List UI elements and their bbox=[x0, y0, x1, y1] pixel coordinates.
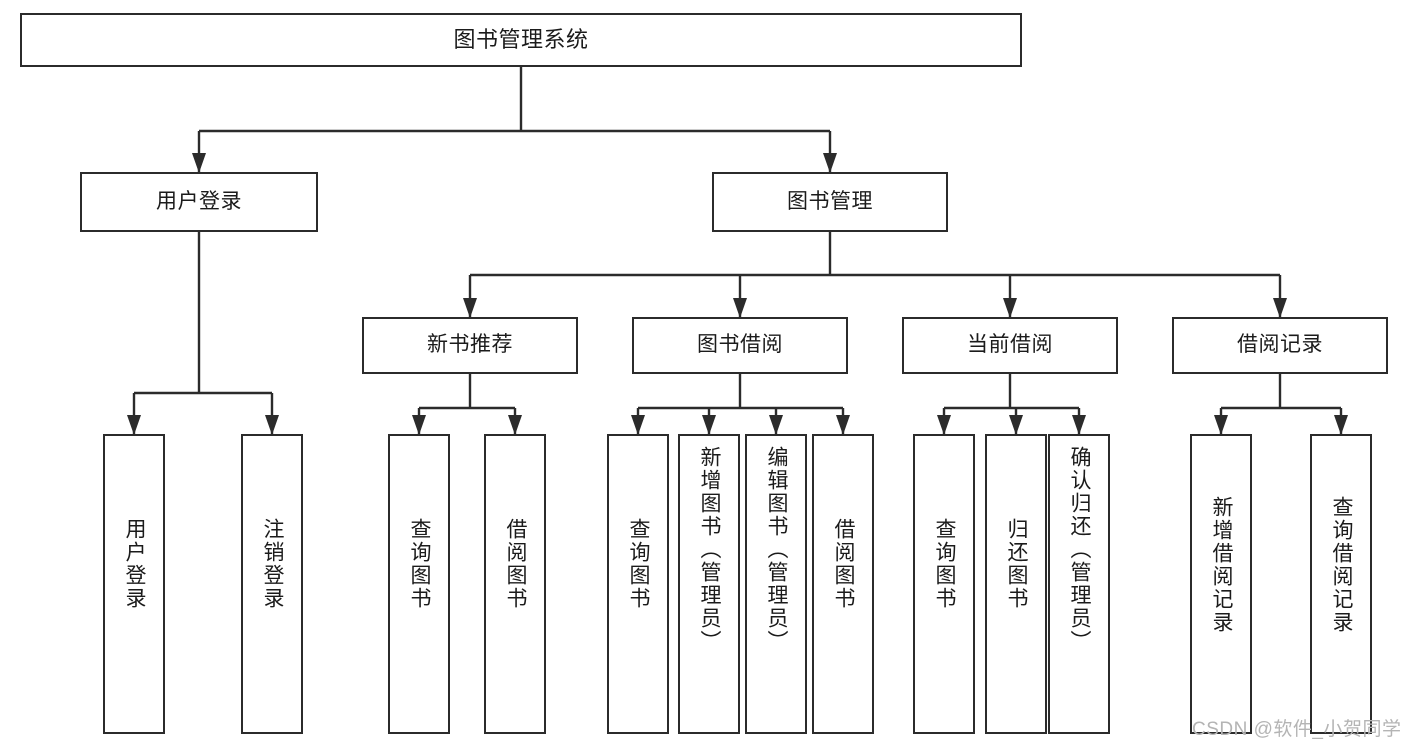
node-label: 图书管理系统 bbox=[453, 27, 589, 53]
arrowhead-icon bbox=[463, 298, 477, 318]
node-n-query[interactable]: 查询图书 bbox=[388, 434, 450, 734]
node-label: 借阅记录 bbox=[1237, 333, 1323, 357]
node-newbook[interactable]: 新书推荐 bbox=[362, 317, 578, 374]
arrowhead-icon bbox=[265, 415, 279, 435]
node-current[interactable]: 当前借阅 bbox=[902, 317, 1118, 374]
arrowhead-icon bbox=[733, 298, 747, 318]
node-c-return[interactable]: 归还图书 bbox=[985, 434, 1047, 734]
node-label: 新增借阅记录 bbox=[1210, 496, 1234, 634]
arrowhead-icon bbox=[836, 415, 850, 435]
node-login[interactable]: 用户登录 bbox=[80, 172, 318, 232]
node-label: 查询借阅记录 bbox=[1330, 496, 1354, 634]
node-label: 编辑图书（管理员） bbox=[765, 446, 789, 653]
arrowhead-icon bbox=[192, 153, 206, 173]
node-label: 当前借阅 bbox=[967, 333, 1053, 357]
node-label: 查询图书 bbox=[408, 518, 432, 610]
node-b-query[interactable]: 查询图书 bbox=[607, 434, 669, 734]
node-l-logout[interactable]: 注销登录 bbox=[241, 434, 303, 734]
node-borrow[interactable]: 图书借阅 bbox=[632, 317, 848, 374]
node-bookmgmt[interactable]: 图书管理 bbox=[712, 172, 948, 232]
node-b-add[interactable]: 新增图书（管理员） bbox=[678, 434, 740, 734]
arrowhead-icon bbox=[1334, 415, 1348, 435]
arrowhead-icon bbox=[508, 415, 522, 435]
node-label: 确认归还（管理员） bbox=[1068, 446, 1092, 653]
node-label: 借阅图书 bbox=[504, 518, 528, 610]
arrowhead-icon bbox=[1273, 298, 1287, 318]
arrowhead-icon bbox=[1009, 415, 1023, 435]
node-label: 图书管理 bbox=[787, 189, 873, 213]
arrowhead-icon bbox=[702, 415, 716, 435]
arrowhead-icon bbox=[127, 415, 141, 435]
arrowhead-icon bbox=[631, 415, 645, 435]
node-label: 归还图书 bbox=[1005, 518, 1029, 610]
node-c-confirm[interactable]: 确认归还（管理员） bbox=[1048, 434, 1110, 734]
node-l-login[interactable]: 用户登录 bbox=[103, 434, 165, 734]
node-b-edit[interactable]: 编辑图书（管理员） bbox=[745, 434, 807, 734]
node-b-loan[interactable]: 借阅图书 bbox=[812, 434, 874, 734]
node-label: 借阅图书 bbox=[832, 518, 856, 610]
arrowhead-icon bbox=[1003, 298, 1017, 318]
node-c-query[interactable]: 查询图书 bbox=[913, 434, 975, 734]
arrowhead-icon bbox=[1072, 415, 1086, 435]
watermark: CSDN @软件_小贺同学 bbox=[1192, 719, 1402, 740]
arrowhead-icon bbox=[823, 153, 837, 173]
node-root[interactable]: 图书管理系统 bbox=[20, 13, 1022, 67]
arrowhead-icon bbox=[937, 415, 951, 435]
node-label: 新书推荐 bbox=[427, 333, 513, 357]
node-label: 图书借阅 bbox=[697, 333, 783, 357]
arrowhead-icon bbox=[412, 415, 426, 435]
arrowhead-icon bbox=[769, 415, 783, 435]
node-label: 新增图书（管理员） bbox=[698, 446, 722, 653]
node-label: 用户登录 bbox=[123, 518, 147, 610]
node-r-add[interactable]: 新增借阅记录 bbox=[1190, 434, 1252, 734]
node-n-borrow[interactable]: 借阅图书 bbox=[484, 434, 546, 734]
node-r-query[interactable]: 查询借阅记录 bbox=[1310, 434, 1372, 734]
node-label: 用户登录 bbox=[156, 189, 242, 213]
node-label: 查询图书 bbox=[933, 518, 957, 610]
node-records[interactable]: 借阅记录 bbox=[1172, 317, 1388, 374]
node-label: 注销登录 bbox=[261, 518, 285, 610]
arrowhead-icon bbox=[1214, 415, 1228, 435]
node-label: 查询图书 bbox=[627, 518, 651, 610]
